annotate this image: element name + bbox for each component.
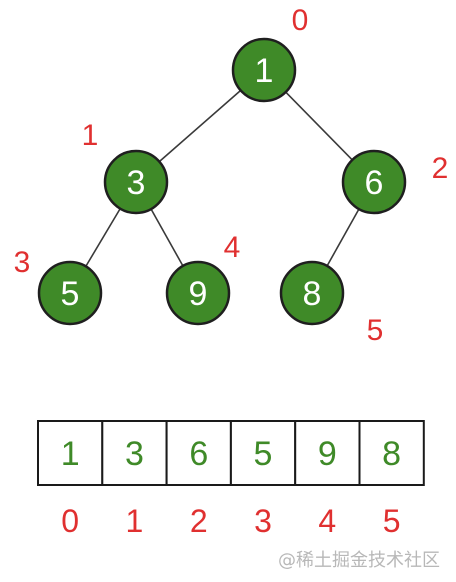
array-cell: 62	[165, 420, 232, 539]
array-cell: 31	[101, 420, 168, 539]
array-index-label: 3	[254, 503, 272, 539]
node-value: 5	[61, 275, 80, 313]
array-cell-value: 1	[61, 435, 80, 473]
node-index-label: 2	[432, 152, 449, 185]
tree-edge	[285, 91, 353, 161]
node-value: 8	[303, 275, 322, 313]
tree-node: 53	[14, 246, 103, 326]
array-cell-box	[37, 420, 104, 486]
tree-node: 85	[279, 260, 384, 347]
tree-edge	[85, 208, 121, 267]
node-index-label: 0	[292, 4, 309, 37]
array-cell-value: 9	[318, 435, 337, 473]
array-cell-value: 8	[382, 435, 401, 473]
tree-node: 31	[82, 119, 169, 215]
array-index-label: 1	[126, 503, 144, 539]
node-value: 9	[189, 275, 208, 313]
node-circle	[341, 149, 407, 215]
node-index-label: 1	[82, 119, 99, 152]
node-index-label: 5	[367, 314, 384, 347]
tree-node: 10	[231, 4, 309, 103]
node-value: 3	[127, 164, 146, 202]
array-cell: 10	[37, 420, 104, 539]
array-index-label: 4	[318, 503, 336, 539]
node-value: 6	[365, 164, 384, 202]
array-cell-value: 6	[189, 435, 208, 473]
tree-edges	[85, 89, 360, 267]
array-index-label: 2	[190, 503, 208, 539]
array-cell-value: 3	[125, 435, 144, 473]
array-cell-value: 5	[254, 435, 273, 473]
array-cell: 85	[358, 420, 425, 539]
array-index-label: 5	[383, 503, 401, 539]
array-cell: 53	[229, 420, 297, 539]
node-circle	[165, 260, 231, 326]
tree-edge	[158, 89, 242, 163]
node-circle	[37, 260, 103, 326]
node-index-label: 3	[14, 246, 31, 279]
tree-edge	[150, 208, 184, 267]
array-cell-box	[294, 420, 361, 486]
array-cell: 94	[294, 420, 361, 539]
node-circle	[231, 37, 297, 103]
node-value: 1	[255, 52, 274, 90]
node-index-label: 4	[224, 231, 241, 264]
array-cell-box	[229, 420, 297, 486]
array-cell-box	[165, 420, 232, 486]
array-cell-box	[101, 420, 168, 486]
array-cell-box	[358, 420, 425, 486]
node-circle	[279, 260, 345, 326]
node-circle	[103, 149, 169, 215]
watermark-text: @稀土掘金技术社区	[278, 550, 440, 571]
array-index-label: 0	[61, 503, 79, 539]
tree-edge	[326, 208, 360, 267]
tree-node: 94	[165, 231, 241, 326]
